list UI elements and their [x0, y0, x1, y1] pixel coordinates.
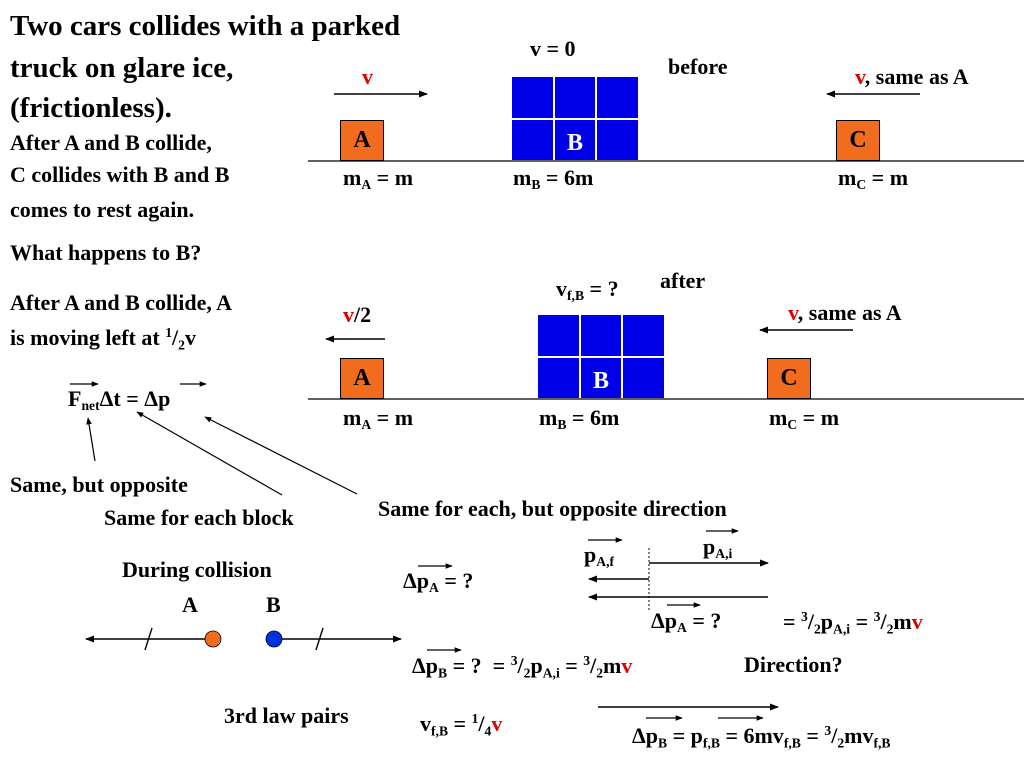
page-title-line-1: Two cars collides with a parked — [10, 10, 401, 42]
pa-final-label: pA,f — [584, 542, 615, 570]
after-block-a: A — [340, 358, 384, 399]
explanation-line-2: C collides with B and B — [10, 162, 230, 187]
after-mass-a: mA = m — [343, 405, 414, 433]
collision-label-b: B — [266, 592, 281, 617]
before-mass-a: mA = m — [343, 165, 414, 193]
direction-question: Direction? — [744, 652, 843, 677]
collision-title: During collision — [122, 557, 272, 582]
impulse-equation: FnetΔt = Δp — [68, 386, 171, 414]
velocity-symbol: v — [184, 325, 196, 351]
truck-b-label: B — [566, 130, 583, 156]
fraction-denominator: 2 — [178, 337, 185, 353]
before-mass-c: mC = m — [838, 165, 909, 193]
annotation-same-each-opposite: Same for each, but opposite direction — [378, 496, 727, 521]
explanation-line-1: After A and B collide, — [10, 130, 212, 155]
before-truck-velocity: v = 0 — [530, 36, 576, 61]
tick-mark-b — [315, 627, 324, 651]
after-label: after — [660, 268, 706, 293]
third-law-label: 3rd law pairs — [224, 703, 349, 728]
pa-initial-label: pA,i — [703, 534, 733, 562]
vfb-result: vf,B = 1/4v — [420, 711, 503, 739]
after-velocity-c: v, same as A — [788, 300, 902, 325]
before-block-c: C — [836, 120, 880, 161]
annotation-same-each-block: Same for each block — [104, 505, 294, 530]
after-truck-velocity: vf,B = ? — [556, 276, 619, 304]
page-title-line-2: truck on glare ice, — [10, 52, 234, 84]
annotation-same-opposite: Same, but opposite — [10, 472, 188, 497]
before-truck-b: B — [511, 76, 639, 161]
truck-b-label: B — [592, 368, 609, 394]
delta-pa-question: ΔpA = ? — [403, 568, 474, 596]
pointer-same-each-block — [136, 411, 283, 496]
final-equation: ΔpB = pf,B = 6mvf,B = 3/2mvf,B — [632, 723, 891, 751]
delta-pa-result: = 3/2pA,i = 3/2mv — [783, 609, 923, 637]
before-velocity-c: v, same as A — [855, 66, 969, 88]
before-mass-b: mB = 6m — [513, 165, 594, 193]
explanation-line-5-text: is moving left at — [10, 325, 166, 351]
block-a-label: A — [353, 127, 371, 153]
delta-pa-vector-label: ΔpA = ? — [651, 608, 722, 636]
velocity-c-symbol: v — [855, 64, 865, 89]
collision-ball-b — [265, 630, 283, 648]
fraction-slash: / — [172, 325, 179, 351]
before-block-a: A — [340, 120, 384, 161]
before-velocity-a: v — [362, 64, 373, 89]
before-label: before — [668, 54, 728, 79]
velocity-c-text: , same as A — [864, 64, 969, 89]
after-mass-c: mC = m — [769, 405, 840, 433]
collision-label-a: A — [182, 592, 198, 617]
page-title-line-3: (frictionless). — [10, 92, 172, 124]
block-c-label: C — [849, 127, 867, 153]
pointer-same-each-opposite — [204, 416, 358, 495]
explanation-line-4: After A and B collide, A — [10, 290, 233, 315]
fraction-numerator: 1 — [165, 325, 173, 340]
collision-ball-a — [204, 630, 222, 648]
after-velocity-a: v/2 — [343, 302, 372, 327]
question-text: What happens to B? — [10, 240, 202, 265]
tick-mark-a — [144, 627, 153, 651]
explanation-line-3: comes to rest again. — [10, 197, 195, 222]
pointer-same-opposite — [86, 417, 96, 462]
after-truck-b: B — [537, 314, 665, 399]
after-mass-b: mB = 6m — [539, 405, 620, 433]
explanation-line-5: is moving left at 1/2v — [10, 326, 196, 352]
delta-pb-equation: ΔpB = ? = 3/2pA,i = 3/2mv — [412, 653, 633, 681]
